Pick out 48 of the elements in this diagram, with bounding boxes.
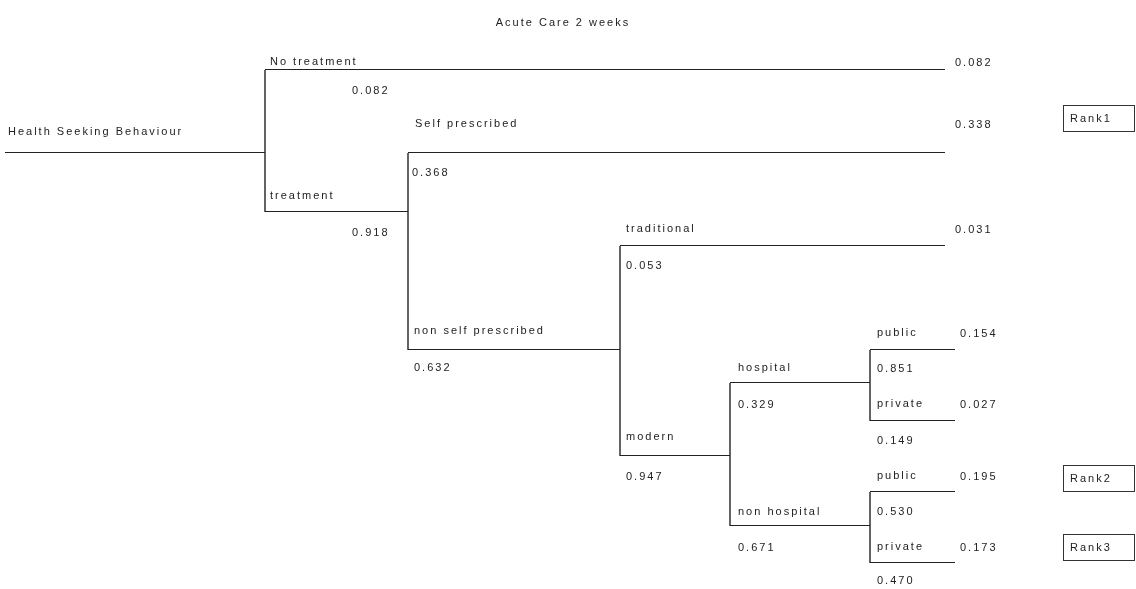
rank-box: Rank1 [1063,105,1135,132]
branch-label: non self prescribed [408,323,620,350]
tree-branch [729,455,731,527]
tree-branch [869,491,871,527]
outcome-value: 0.027 [960,397,998,411]
outcome-value: 0.851 [877,361,915,375]
rank-box: Rank3 [1063,534,1135,561]
tree-branch [619,245,621,351]
branch-label: traditional [620,221,945,246]
probability-value: 0.368 [412,165,450,179]
tree-branch [869,525,871,564]
branch-label: public [870,468,955,492]
outcome-value: 0.530 [877,504,915,518]
outcome-value: 0.082 [955,55,993,69]
tree-branch [619,349,621,457]
chart-title: Acute Care 2 weeks [494,15,632,29]
branch-label: treatment [265,188,408,212]
tree-branch [407,152,409,213]
probability-value: 0.671 [738,540,776,554]
root-label: Health Seeking Behaviour [5,124,265,153]
tree-branch [869,349,871,384]
branch-label: private [870,539,955,563]
tree-branch [869,382,871,422]
probability-value: 0.947 [626,469,664,483]
outcome-value: 0.031 [955,222,993,236]
branch-label: hospital [730,360,870,383]
tree-branch [264,69,266,154]
outcome-value: 0.338 [955,117,993,131]
probability-value: 0.082 [352,83,390,97]
probability-value: 0.918 [352,225,390,239]
probability-value: 0.329 [738,397,776,411]
branch-label: modern [620,429,730,456]
tree-branch [407,211,409,351]
branch-label: Self prescribed [408,116,945,153]
tree-branch [264,152,266,213]
probability-value: 0.470 [877,573,915,587]
outcome-value: 0.195 [960,469,998,483]
branch-label: private [870,396,955,421]
probability-value: 0.149 [877,433,915,447]
outcome-value: 0.173 [960,540,998,554]
probability-value: 0.632 [414,360,452,374]
probability-value: 0.053 [626,258,664,272]
branch-label: non hospital [730,504,870,526]
branch-label: No treatment [265,54,945,70]
tree-branch [729,382,731,457]
branch-label: public [870,325,955,350]
outcome-value: 0.154 [960,326,998,340]
rank-box: Rank2 [1063,465,1135,492]
